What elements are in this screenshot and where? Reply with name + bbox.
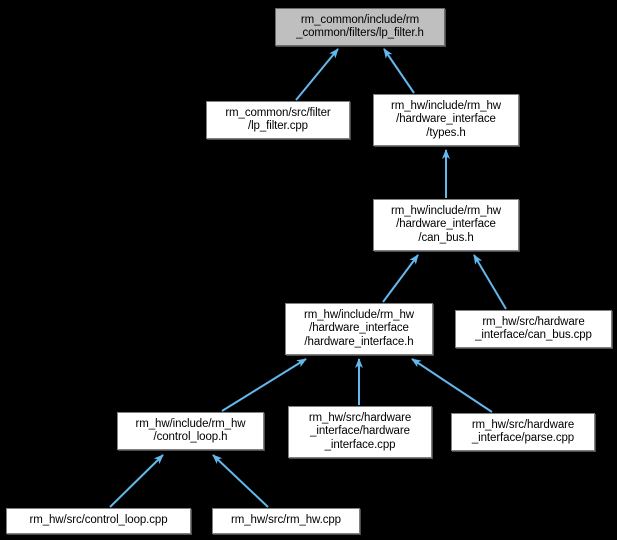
graph-node-label: rm_common/include/rm _common/filters/lp_… [296, 13, 424, 40]
graph-node-label: rm_hw/src/rm_hw.cpp [231, 514, 341, 527]
graph-node-label: rm_common/src/filter /lp_filter.cpp [225, 106, 331, 133]
graph-node-label: rm_hw/include/rm_hw /hardware_interface … [391, 99, 501, 139]
graph-edge-can_bus_cpp-to-can_bus_h [473, 254, 507, 310]
graph-edge-lp_filter_cpp-to-lp_filter_h [295, 48, 339, 101]
graph-node-label: rm_hw/src/control_loop.cpp [29, 514, 168, 527]
graph-node-rm_hw_cpp[interactable]: rm_hw/src/rm_hw.cpp [212, 508, 360, 534]
graph-edge-rm_hw_cpp-to-control_loop_h [212, 454, 269, 508]
graph-node-control_loop_cpp[interactable]: rm_hw/src/control_loop.cpp [6, 508, 191, 534]
graph-node-lp_filter_cpp[interactable]: rm_common/src/filter /lp_filter.cpp [206, 101, 350, 139]
graph-edge-types_h-to-lp_filter_h [383, 48, 415, 94]
graph-node-hardware_interface_h[interactable]: rm_hw/include/rm_hw /hardware_interface … [285, 303, 433, 355]
graph-node-label: rm_hw/src/hardware _interface/can_bus.cp… [475, 315, 592, 342]
graph-node-hardware_interface_cpp[interactable]: rm_hw/src/hardware _interface/hardware _… [288, 406, 432, 458]
graph-node-label: rm_hw/src/hardware _interface/hardware _… [308, 411, 412, 451]
graph-node-parse_cpp[interactable]: rm_hw/src/hardware _interface/parse.cpp [451, 413, 595, 451]
graph-edge-control_loop_cpp-to-control_loop_h [109, 454, 164, 508]
graph-node-types_h[interactable]: rm_hw/include/rm_hw /hardware_interface … [373, 94, 519, 146]
graph-edge-parse_cpp-to-hardware_interface_h [411, 358, 493, 413]
graph-node-can_bus_cpp[interactable]: rm_hw/src/hardware _interface/can_bus.cp… [455, 310, 612, 348]
graph-node-lp_filter_h[interactable]: rm_common/include/rm _common/filters/lp_… [275, 8, 445, 46]
graph-node-label: rm_hw/include/rm_hw /hardware_interface … [391, 204, 501, 244]
graph-node-can_bus_h[interactable]: rm_hw/include/rm_hw /hardware_interface … [373, 199, 519, 251]
graph-node-label: rm_hw/src/hardware _interface/parse.cpp [471, 418, 575, 445]
graph-node-control_loop_h[interactable]: rm_hw/include/rm_hw /control_loop.h [117, 412, 264, 450]
graph-node-label: rm_hw/include/rm_hw /control_loop.h [135, 417, 246, 444]
graph-edge-hardware_interface_h-to-can_bus_h [382, 254, 419, 303]
graph-edge-control_loop_h-to-hardware_interface_h [221, 358, 307, 412]
graph-node-label: rm_hw/include/rm_hw /hardware_interface … [304, 308, 414, 348]
